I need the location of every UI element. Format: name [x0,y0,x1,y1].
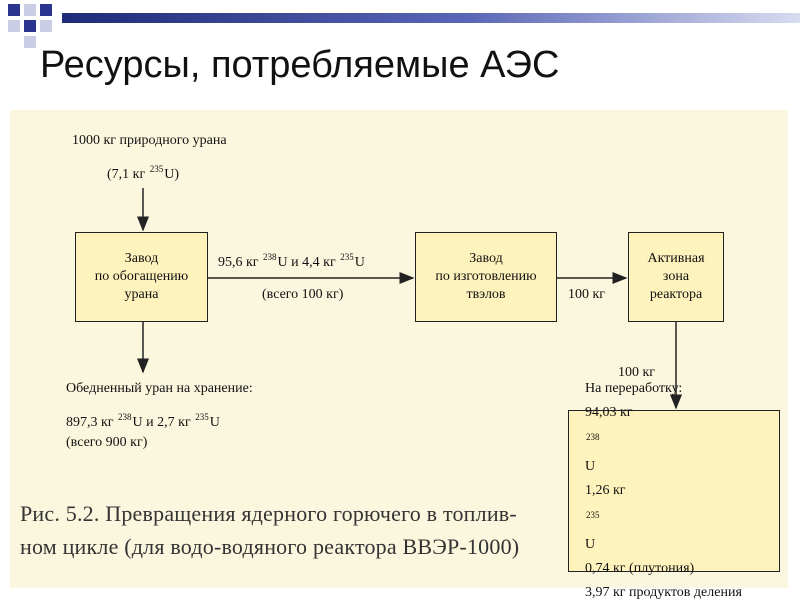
decor-square-3 [40,4,52,16]
fuel-plant-box: Завод по изготовлению твэлов [415,232,557,322]
decor-square-1 [8,4,20,16]
depleted-storage-label: Обедненный уран на хранение: [66,381,253,396]
input-uranium-label: 1000 кг природного урана [72,133,227,148]
input-u235-label: (7,1 кг 235U) [107,164,179,182]
header-gradient-bar [62,13,800,23]
figure-caption: Рис. 5.2. Превращения ядерного горючего … [20,501,520,559]
reactor-core-box: Активная зона реактора [628,232,724,322]
core-output-label: 100 кг [618,365,656,380]
depleted-total: (всего 900 кг) [66,435,148,450]
decor-square-4 [8,20,20,32]
decor-square-5 [24,20,36,32]
fuel-to-core-label: 100 кг [568,287,606,302]
slide-title: Ресурсы, потребляемые АЭС [40,44,560,86]
depleted-composition: 897,3 кг 238U и 2,7 кг 235U [66,412,220,430]
decor-square-7 [24,36,36,48]
enrichment-output-total: (всего 100 кг) [262,287,344,302]
decor-square-2 [24,4,36,16]
enrichment-plant-box: Завод по обогащению урана [75,232,208,322]
decor-square-6 [40,20,52,32]
enrichment-output-label: 95,6 кг 238U и 4,4 кг 235U [218,252,365,270]
